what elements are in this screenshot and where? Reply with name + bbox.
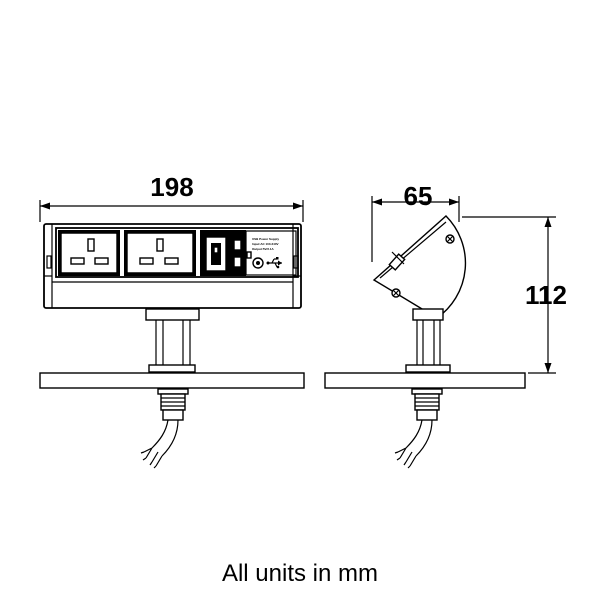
usb-module: USB Power Supply Input:AC 100-240V Outpu… [245, 230, 297, 276]
usb-icon [266, 257, 282, 269]
screw-icon-top [445, 234, 455, 244]
side-stem [405, 308, 451, 373]
front-fixing-nut [157, 388, 189, 421]
depth-label: 65 [404, 181, 433, 211]
front-desk-surface [39, 372, 305, 389]
height-dimension: 112 [462, 216, 567, 374]
depth-dimension: 65 [371, 181, 460, 262]
faceplate [55, 227, 299, 278]
front-cable [140, 419, 179, 469]
units-caption: All units in mm [221, 560, 379, 587]
front-view: 198 [39, 172, 305, 469]
side-view: 65 112 [324, 181, 567, 469]
usb-panel-print-3: Output:5V/2.1A [252, 247, 275, 251]
screw-icon-bottom [391, 288, 401, 298]
uk-socket-left [58, 230, 120, 276]
height-label: 112 [525, 280, 567, 310]
side-fixing-nut [411, 388, 443, 421]
width-label: 198 [150, 172, 193, 202]
front-stem [145, 308, 200, 373]
width-dimension: 198 [39, 172, 304, 222]
usb-panel-print-1: USB Power Supply [252, 237, 279, 241]
uk-socket-right [124, 230, 196, 276]
switch-module [200, 230, 246, 276]
usb-panel-print-2: Input:AC 100-240V [252, 242, 279, 246]
side-desk-surface [324, 372, 526, 389]
side-head [372, 215, 467, 319]
side-cable [394, 419, 433, 469]
